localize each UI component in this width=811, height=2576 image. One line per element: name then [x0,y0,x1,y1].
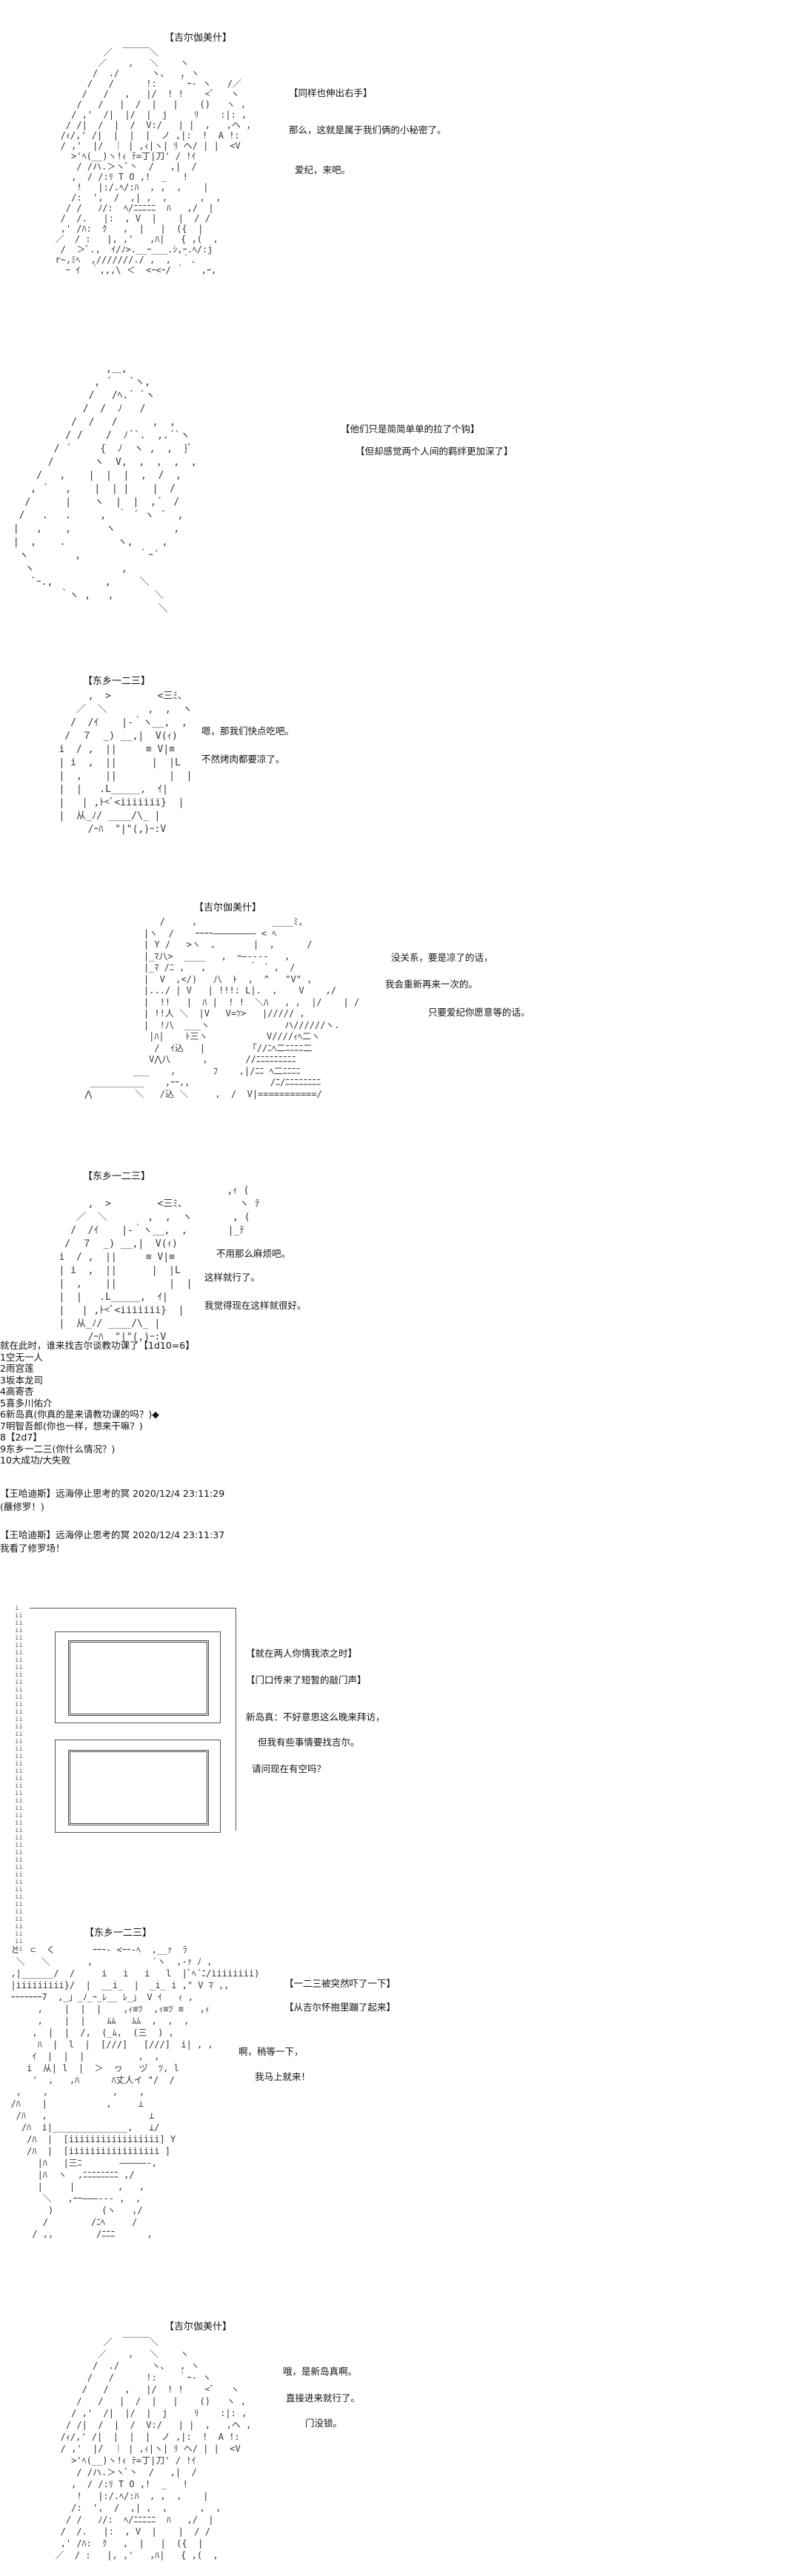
door-upper-panel [55,1631,221,1723]
ascii-art-gilgamesh: ／ ￣￣￣＼ ／ , ＼ ヽ / ./ ヽ、 , ヽ / / !: ｀ｰ- ヽ … [55,2337,252,2560]
dialogue-line: 啊，稍等一下， [238,2046,304,2057]
roll-option: 6新岛真(你真的是来请教功课的吗？)◆ [0,1409,159,1420]
roll-option: 5喜多川佑介 [0,1397,53,1409]
dialogue-line: 嗯，那我们快点吃吧。 [201,725,295,737]
dialogue-line: 只要爱纪你愿意等的话。 [428,1007,530,1018]
dialogue-line: 爱纪，来吧。 [295,164,351,175]
speaker-label: 【东乡一二三】 [83,1171,151,1182]
roll-option: 9东乡一二三(你什么情况？) [0,1443,116,1455]
dialogue-line: 不用那么麻烦吧。 [216,1248,291,1259]
speaker-label: 【东乡一二三】 [84,1928,153,1939]
speaker-label: 【吉尔伽美什】 [164,33,233,44]
dialogue-line: 请问现在有空吗？ [252,1763,327,1774]
ascii-art-hands: ,＿, , ´ `ヽ, / /ﾍ.´ `ヽ / / ﾉ / / / / , , … [13,363,197,614]
door-upper-window [68,1640,209,1716]
ascii-art-togo: , > <三ﾐ、 ／ ＼ , , ヽ / /ｲ |-｀ヽ__, , / ７ _)… [59,691,193,835]
speaker-label: 【吉尔伽美什】 [194,902,262,913]
roll-option: 7明智吾郎(你也一样，想来干嘛？) [0,1420,143,1432]
roll-option: 3坂本龙司 [0,1374,43,1386]
roll-option: 2雨宫莲 [0,1363,34,1374]
dialogue-line: 没关系，要是凉了的话， [391,952,493,963]
dialogue-line: 【同样也伸出右手】 [289,87,373,98]
dialogue-line: 这样就行了。 [204,1272,261,1283]
speaker-label: 【东乡一二三】 [83,676,151,687]
wall-hatching: i ii ii ii ii ii ii ii ii ii ii ii ii ii… [15,1605,23,1953]
dialogue-line: 不然烤肉都要凉了。 [201,754,285,765]
comment-text: (蘸修罗！) [0,1501,44,1512]
dialogue-line: 那么，这就是属于我们俩的小秘密了。 [289,124,447,135]
dialogue-line: 但我有些事情要找吉尔。 [258,1737,360,1748]
dialogue-line: 我会重新再来一次的。 [385,979,478,990]
roll-option: 10大成功/大失败 [0,1455,71,1466]
narration-line: 【一二三被突然吓了一下】 [284,1978,396,1989]
ascii-art-gilgamesh: ／ ￣￣￣＼ ／ , ＼ ヽ / ./ ヽ、 , ヽ / / !: ｀ｰ- ヽ … [55,47,252,275]
dice-roll-list: 就在此时，谁来找吉尔谈教功课了【1d10=6】 1空无一人 2雨宫莲 3坂本龙司… [0,1340,474,1466]
ascii-art-gilgamesh-side: / , ____ﾐ, |ヽ / ｰｰｰｰ―――――――― < ﾍ | Y / >… [84,916,360,1099]
narration-line: 【门口传来了短暂的敲门声】 [246,1674,367,1686]
speaker-label: 【吉尔伽美什】 [164,2321,233,2332]
roll-header: 就在此时，谁来找吉尔谈教功课了【1d10=6】 [0,1340,195,1351]
dialogue-line: 哦，是新岛真啊。 [283,2366,358,2377]
roll-option: 4高寄杏 [0,1386,34,1397]
ascii-art-togo: ,ｨ ( , > <三ﾐ、 ヽ ﾃ ／ ＼ , , ヽ , ( / /ｲ |-｀… [59,1185,260,1343]
door-lower-window [68,1750,209,1825]
dialogue-line: 门没锁。 [305,2418,343,2429]
comment-meta: 【王哈迪斯】远海停止思考的冥 2020/12/4 23:11:29 [0,1488,225,1499]
narration-line: 【但却感觉两个人间的羁绊更加深了】 [356,446,513,457]
dialogue-line: 新岛真：不好意思这么晚来拜访， [246,1711,385,1723]
narration-line: 【从吉尔怀抱里蹦了起来】 [284,2002,396,2013]
roll-option: 1空无一人 [0,1351,43,1363]
dialogue-line: 我觉得现在这样就很好。 [204,1300,307,1311]
comment-meta: 【王哈迪斯】远海停止思考的冥 2020/12/4 23:11:37 [0,1529,225,1540]
comment-text: 我看了修罗场！ [0,1543,65,1554]
ascii-art-togo-jump: と ⊂ く ｰｰｰ- <ｰｰ-ﾍ ,__ｧ ﾗ ＼ ＼ , ´ヽ ,-ｧ ﾉ ,… [10,1945,260,2239]
narration-line: 【他们只是简简单单的拉了个钩】 [341,423,480,435]
dialogue-line: 我马上就来！ [255,2071,311,2082]
door-lower-panel [55,1740,221,1833]
door-frame [30,1608,236,1831]
narration-line: 【就在两人你情我浓之时】 [246,1648,358,1659]
roll-option: 8【2d7】 [0,1432,42,1443]
dialogue-line: 直接进来就行了。 [286,2392,361,2404]
